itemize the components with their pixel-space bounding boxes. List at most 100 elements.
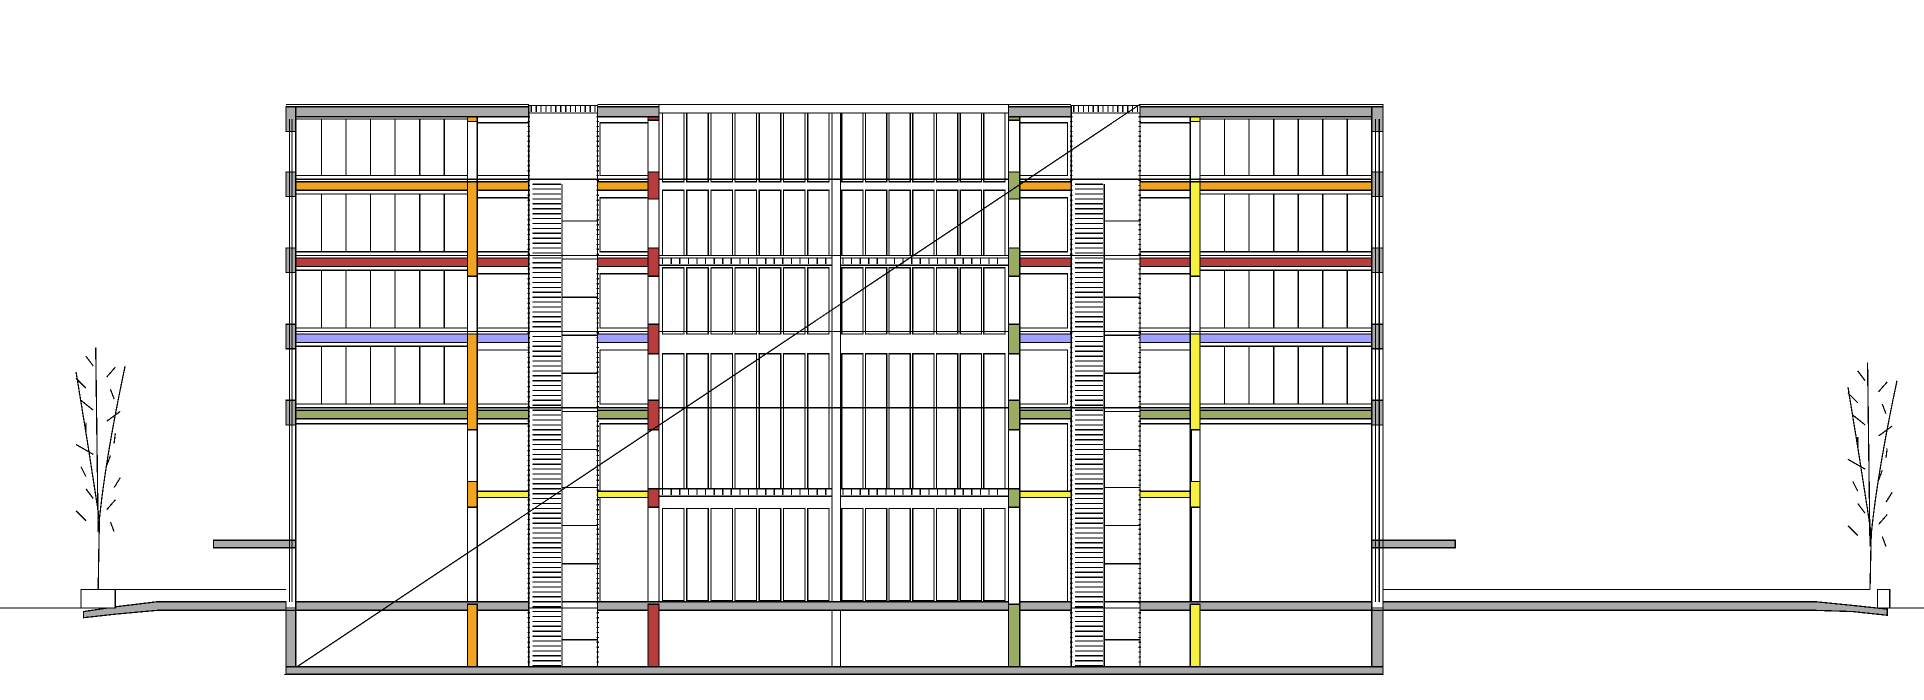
atrium-panel [807,112,830,183]
atrium-panel [686,353,709,490]
tree-branch [1852,414,1866,426]
floor-slab [1139,257,1373,268]
outline [283,103,1384,675]
room-infill [1139,197,1191,253]
tree-branch [109,389,115,400]
column-yellow [1189,603,1201,672]
facade-panel [1346,345,1373,405]
atrium-panel [912,353,935,490]
atrium-panel [686,507,709,602]
room-infill [1019,197,1069,253]
atrium-panel [734,267,758,335]
atrium-panel [888,267,911,335]
column-yellow [1189,333,1201,431]
facade-panel [394,118,421,177]
facade-panel [1322,193,1348,253]
tree-branch [1852,481,1859,492]
wall-bearing [1371,106,1384,133]
facade-panel [1322,118,1348,177]
facade-panel [1346,118,1373,177]
facade-panel [345,193,372,253]
atrium-panel [807,353,830,490]
facade-panel [1223,193,1250,253]
facade-panels [295,118,1373,603]
floor-slab [1139,333,1373,344]
atrium-panel [734,353,758,490]
tree-branch [75,377,87,389]
facade-panel [295,118,323,177]
atrium-panel [912,267,935,335]
tree-branch [80,399,94,411]
ground-slab [1019,601,1072,611]
tree-branch [85,488,94,499]
tree-branch [1857,370,1866,382]
column-yellow [1189,181,1201,277]
atrium-panel [959,507,983,602]
floor-slab [295,257,530,268]
atrium-panel [841,353,864,490]
facade-panel [1199,193,1226,253]
atrium-panel [841,189,864,257]
column-orange [466,181,478,277]
atrium-panel [959,353,983,490]
atrium-panel [864,267,888,335]
facade-panel [1297,269,1324,329]
room-infill [1139,423,1193,603]
atrium-panel [888,507,911,602]
facade-panel [1273,118,1299,177]
floor-slab [1139,409,1373,420]
atrium-panel [959,267,983,335]
tree-branch [1857,503,1866,514]
floor-slab-mezzanine [596,490,649,498]
atrium-panel [661,189,685,257]
room-infill [1019,273,1069,329]
wall-bearing [285,323,297,350]
facade-panel [419,193,445,253]
room-infill [1019,122,1069,177]
wall-bearing [285,106,297,133]
facade-panel [1346,193,1373,253]
atrium-panel [935,507,959,602]
building-shell [283,103,1384,675]
room-infill [599,122,649,177]
facade-panel [1223,345,1250,405]
roof-slab [1008,106,1072,118]
room-infill [599,349,649,405]
facade-panel [1297,345,1324,405]
facade-panel [443,345,469,405]
atrium-panel [782,267,806,335]
floor-slab-mezzanine [1019,490,1072,498]
floor-slab [596,409,649,420]
atrium-panel [841,267,864,335]
atrium-panel [935,189,959,257]
basement-wall-right [1371,609,1384,675]
tree-branch [1847,525,1859,536]
atrium-panel [686,267,709,335]
floor-slab [1019,257,1072,268]
roof-slab [285,106,530,118]
column-red [647,399,660,431]
ground-slab [1139,601,1373,611]
atrium-panel [710,507,734,602]
wall-bearing [1371,247,1384,274]
atrium-panel [888,189,911,257]
floor-slab-mezzanine [476,490,530,498]
atrium-panel [935,267,959,335]
column-green [1008,488,1021,508]
stair-cores [527,105,1142,670]
atrium-panel [686,189,709,257]
atrium-panel [864,189,888,257]
facade-panel [394,269,421,329]
floor-slab [295,181,530,191]
tree-branch [1847,458,1866,470]
tree-branch [1881,536,1887,547]
tree-branch [75,444,94,455]
tree-branch [1885,492,1893,503]
atrium-panel [983,267,1006,335]
facade-panel [1199,118,1226,177]
roof-slab [1139,106,1384,118]
atrium-panel [959,112,983,183]
facade-panel [1346,269,1373,329]
roof-slab [596,106,660,118]
